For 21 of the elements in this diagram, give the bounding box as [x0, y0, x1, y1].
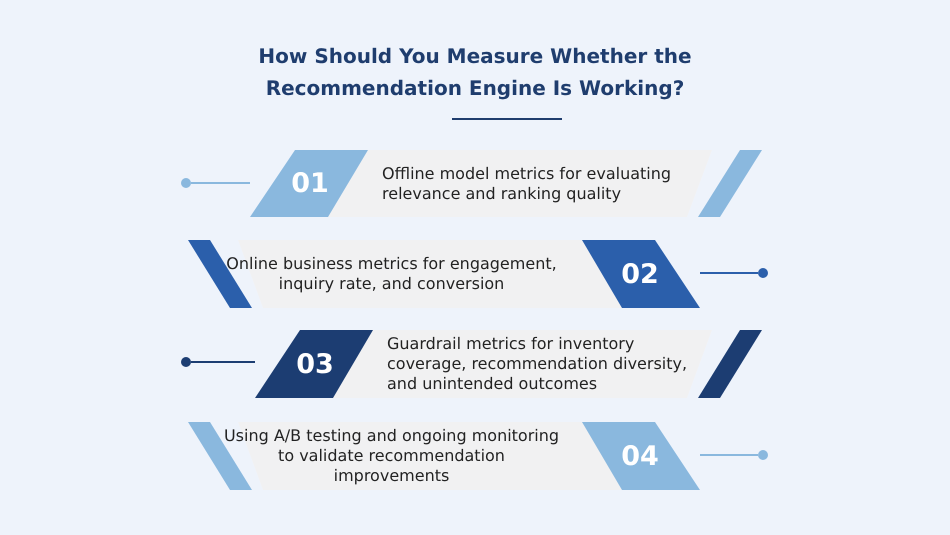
- step-number: 04: [620, 440, 660, 474]
- dot-marker: [758, 450, 768, 460]
- list-item-band: [188, 422, 700, 490]
- item-text: Using A/B testing and ongoing monitoring to validate recommendation improvements: [223, 426, 560, 486]
- step-number: 02: [620, 258, 660, 292]
- connector-line: [700, 454, 758, 456]
- connector-line: [700, 272, 758, 274]
- dot-marker: [758, 268, 768, 278]
- connector-line: [191, 182, 250, 184]
- item-text: Online business metrics for engagement, inquiry rate, and conversion: [225, 254, 558, 294]
- list-item-band: [255, 330, 762, 398]
- item-text: Guardrail metrics for inventory coverage, recommendation diversity, and unintended outcomes: [387, 334, 688, 394]
- item-text: Offline model metrics for evaluating relevance and ranking quality: [382, 164, 672, 204]
- dot-marker: [181, 178, 191, 188]
- title: How Should You Measure Whether the Recommendation Engine Is Working?: [257, 43, 693, 102]
- connector-line: [191, 361, 255, 363]
- dot-marker: [181, 357, 191, 367]
- step-number: 03: [295, 348, 335, 382]
- step-number: 01: [290, 167, 330, 201]
- list-item-band: [250, 150, 762, 217]
- list-item-band: [188, 240, 700, 308]
